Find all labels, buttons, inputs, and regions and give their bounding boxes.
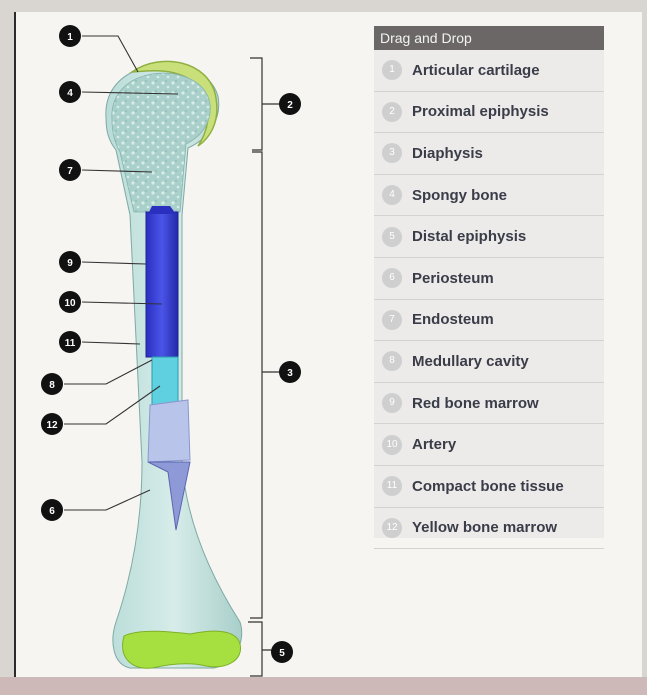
distal-cartilage-shape bbox=[122, 630, 242, 669]
drag-item-label: Periosteum bbox=[412, 269, 494, 287]
callout-10: 10 bbox=[59, 291, 81, 313]
item-number-badge: 3 bbox=[382, 143, 402, 164]
drag-item-articular-cartilage[interactable]: 1 Articular cartilage bbox=[374, 50, 604, 92]
leader-10 bbox=[81, 301, 163, 305]
medullary-cavity-shape bbox=[145, 211, 179, 358]
drag-item-yellow-bone-marrow[interactable]: 12 Yellow bone marrow bbox=[374, 508, 604, 550]
callout-9: 9 bbox=[59, 251, 81, 273]
drag-item-endosteum[interactable]: 7 Endosteum bbox=[374, 300, 604, 342]
drag-item-label: Artery bbox=[412, 436, 457, 454]
drag-item-diaphysis[interactable]: 3 Diaphysis bbox=[374, 133, 604, 175]
item-number-badge: 6 bbox=[382, 268, 402, 289]
drag-item-label: Distal epiphysis bbox=[412, 228, 527, 246]
bottom-edge-strip bbox=[0, 677, 647, 695]
leader-7 bbox=[81, 169, 153, 173]
item-number-badge: 11 bbox=[382, 476, 402, 497]
callout-1: 1 bbox=[59, 25, 81, 47]
drag-drop-panel: Drag and Drop 1 Articular cartilage 2 Prox… bbox=[374, 26, 604, 550]
callout-11: 11 bbox=[59, 331, 81, 353]
item-number-badge: 5 bbox=[382, 226, 402, 247]
drag-item-label: Endosteum bbox=[412, 311, 494, 329]
drag-item-label: Proximal epiphysis bbox=[412, 103, 549, 121]
callout-8: 8 bbox=[41, 373, 63, 395]
bracket-distal bbox=[248, 621, 272, 677]
endosteum-section bbox=[147, 399, 191, 463]
drag-item-label: Medullary cavity bbox=[412, 352, 529, 370]
drag-drop-header: Drag and Drop bbox=[374, 26, 604, 50]
callout-9-label: 9 bbox=[67, 258, 73, 269]
item-number-badge: 12 bbox=[382, 517, 402, 538]
drag-item-medullary-cavity[interactable]: 8 Medullary cavity bbox=[374, 341, 604, 383]
item-number-badge: 10 bbox=[382, 434, 402, 455]
callout-7-label: 7 bbox=[67, 166, 73, 177]
drag-item-label: Yellow bone marrow bbox=[412, 519, 558, 537]
callout-5-label: 5 bbox=[279, 648, 285, 659]
leader-6 bbox=[64, 489, 151, 511]
callout-4: 4 bbox=[59, 81, 81, 103]
drag-item-distal-epiphysis[interactable]: 5 Distal epiphysis bbox=[374, 216, 604, 258]
leader-1 bbox=[82, 35, 139, 73]
item-number-badge: 2 bbox=[382, 101, 402, 122]
periosteum-flap bbox=[147, 461, 191, 531]
drag-item-label: Spongy bone bbox=[412, 186, 507, 204]
leader-12 bbox=[64, 385, 161, 425]
item-number-badge: 7 bbox=[382, 309, 402, 330]
callout-2-label: 2 bbox=[287, 100, 293, 111]
drag-item-compact-bone-tissue[interactable]: 11 Compact bone tissue bbox=[374, 466, 604, 508]
drag-item-artery[interactable]: 10 Artery bbox=[374, 424, 604, 466]
drag-item-periosteum[interactable]: 6 Periosteum bbox=[374, 258, 604, 300]
leader-8 bbox=[64, 359, 153, 385]
callout-3: 3 bbox=[279, 361, 301, 383]
cavity-top-tip bbox=[148, 206, 176, 214]
item-number-badge: 9 bbox=[382, 393, 402, 414]
callout-12-label: 12 bbox=[46, 420, 58, 431]
drag-item-label: Diaphysis bbox=[412, 144, 483, 162]
item-number-badge: 4 bbox=[382, 185, 402, 206]
callout-6: 6 bbox=[41, 499, 63, 521]
callout-3-label: 3 bbox=[287, 368, 293, 379]
drag-item-proximal-epiphysis[interactable]: 2 Proximal epiphysis bbox=[374, 92, 604, 134]
drag-item-spongy-bone[interactable]: 4 Spongy bone bbox=[374, 175, 604, 217]
callout-11-label: 11 bbox=[65, 338, 76, 349]
bracket-diaphysis bbox=[250, 151, 280, 619]
callout-2: 2 bbox=[279, 93, 301, 115]
drag-item-label: Red bone marrow bbox=[412, 394, 539, 412]
spongy-bone-region bbox=[111, 72, 211, 213]
callout-12: 12 bbox=[41, 413, 63, 435]
callout-7: 7 bbox=[59, 159, 81, 181]
callout-5: 5 bbox=[271, 641, 293, 663]
leader-4 bbox=[81, 91, 179, 95]
callout-4-label: 4 bbox=[67, 88, 73, 99]
yellow-marrow-shape bbox=[151, 356, 179, 406]
leader-11 bbox=[81, 341, 141, 345]
drag-item-label: Compact bone tissue bbox=[412, 477, 564, 495]
drag-item-red-bone-marrow[interactable]: 9 Red bone marrow bbox=[374, 383, 604, 425]
callout-8-label: 8 bbox=[49, 380, 55, 391]
item-number-badge: 1 bbox=[382, 60, 402, 81]
drag-item-label: Articular cartilage bbox=[412, 61, 540, 79]
callout-1-label: 1 bbox=[67, 32, 73, 43]
callout-6-label: 6 bbox=[49, 506, 55, 517]
callout-10-label: 10 bbox=[64, 298, 76, 309]
item-number-badge: 8 bbox=[382, 351, 402, 372]
leader-9 bbox=[81, 261, 147, 265]
bracket-proximal bbox=[250, 57, 280, 151]
